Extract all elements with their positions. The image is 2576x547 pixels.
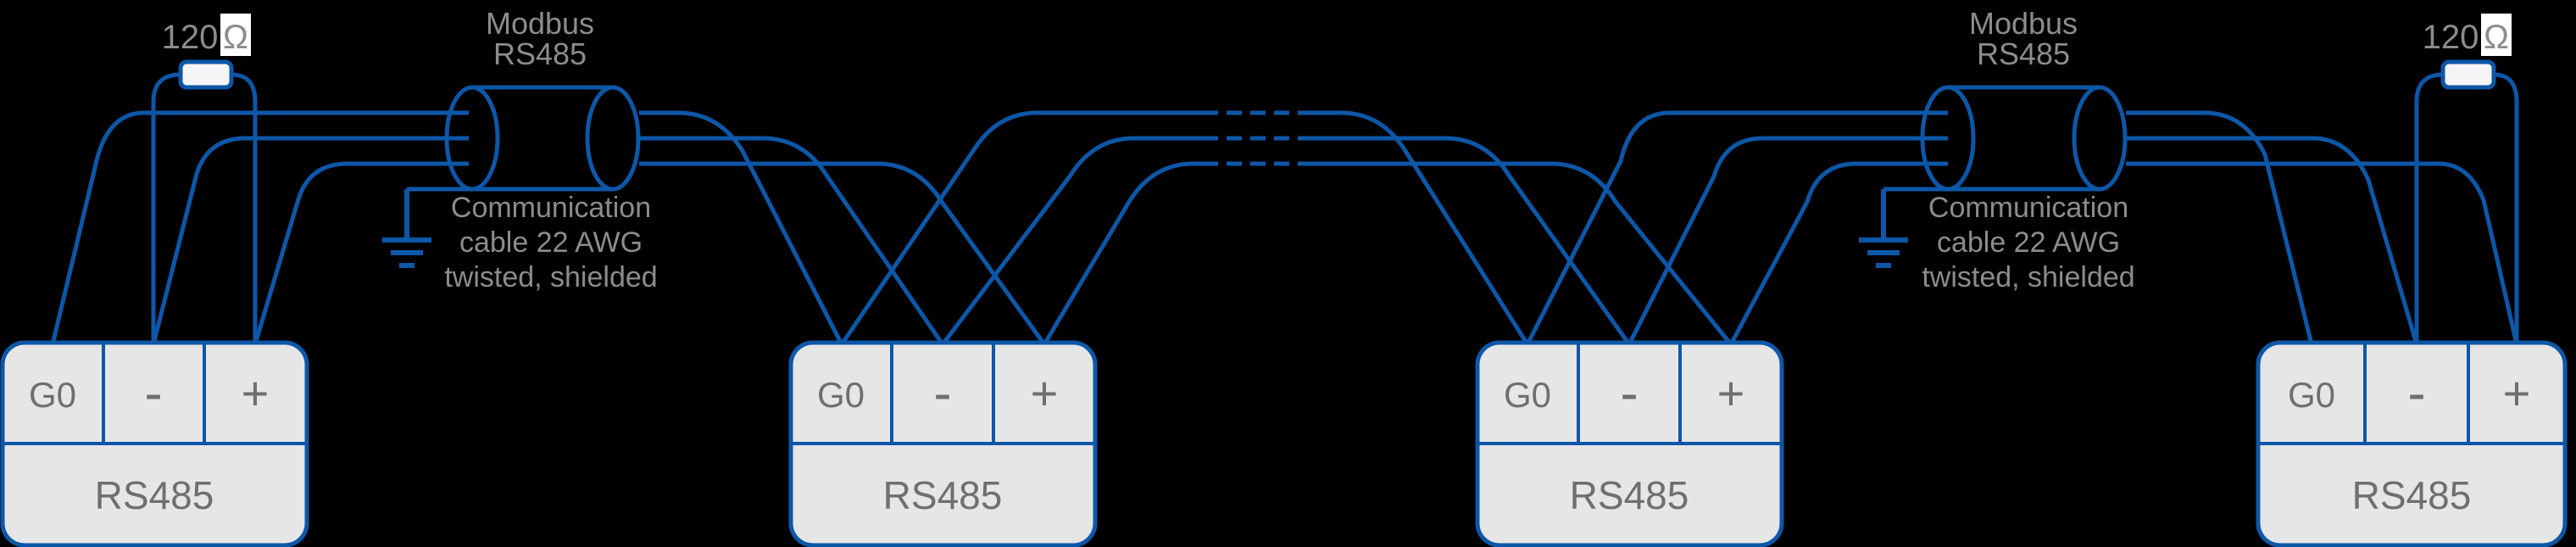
bus-wire-minus: [151, 136, 2419, 346]
device-label: RS485: [883, 473, 1003, 517]
wire-segment: [50, 110, 469, 345]
rs485-device-4: G0 - + RS485: [2256, 340, 2568, 547]
rs485-device-3: G0 - + RS485: [1475, 340, 1784, 547]
terminal-label-plus: +: [242, 366, 270, 420]
shield-title-line1: Modbus: [1969, 6, 2078, 41]
resistor-body: [2440, 59, 2496, 90]
cylinder-left-ellipse: [1920, 85, 1976, 192]
cable-note-line1: Communication: [451, 192, 651, 224]
ohm-label-box: [220, 14, 251, 56]
resistor-lead: [151, 72, 181, 344]
terminal-label-plus: +: [2503, 366, 2531, 420]
cable-note-line1: Communication: [1928, 192, 2128, 224]
wire-segment: [639, 161, 1047, 346]
resistor-lead: [2414, 72, 2444, 344]
termination-resistor-right: 120 Ω: [2414, 14, 2519, 344]
cable-note-line2: cable 22 AWG: [459, 226, 643, 259]
shield-cable-2: Modbus RS485 Communication cable 22 AWG …: [1859, 6, 2135, 293]
wire-segment: [151, 136, 469, 345]
bus-wire-plus: [253, 161, 2519, 346]
shield-title-line2: RS485: [1977, 36, 2070, 71]
terminal-label-g0: G0: [817, 375, 865, 415]
wire-segment: [1299, 110, 1530, 346]
cable-note-line3: twisted, shielded: [444, 261, 657, 293]
resistor-value: 120: [2423, 19, 2479, 56]
wire-segment: [941, 136, 1203, 346]
cable-note-line2: cable 22 AWG: [1937, 226, 2120, 259]
shield-title-line2: RS485: [493, 36, 587, 71]
rs485-device-1: G0 - + RS485: [0, 340, 309, 547]
terminal-label-plus: +: [1717, 366, 1745, 420]
terminal-label-g0: G0: [1504, 375, 1551, 415]
wire-segment: [1627, 136, 1948, 346]
wire-segment: [839, 110, 1203, 346]
termination-resistor-left: 120 Ω: [151, 14, 258, 344]
wire-segment: [2126, 161, 2519, 345]
resistor-unit: Ω: [223, 19, 248, 56]
terminal-label-minus: -: [2407, 362, 2425, 423]
terminal-label-minus: -: [1620, 362, 1638, 423]
wire-segment: [639, 110, 844, 346]
wire-segment: [253, 161, 469, 345]
cable-note-line3: twisted, shielded: [1922, 261, 2134, 293]
device-label: RS485: [95, 473, 214, 517]
wire-segment: [1299, 136, 1632, 346]
ground-icon: [1859, 189, 1908, 268]
wire-segment: [639, 136, 945, 346]
terminal-label-minus: -: [144, 362, 162, 423]
device-label: RS485: [2352, 473, 2472, 517]
shield-title-line1: Modbus: [486, 6, 594, 41]
wire-segment: [1042, 161, 1203, 346]
shield-cable-1: Modbus RS485 Communication cable 22 AWG …: [382, 6, 658, 293]
cylinder-right-ellipse: [585, 85, 641, 192]
terminal-label-g0: G0: [29, 375, 76, 415]
resistor-unit: Ω: [2484, 19, 2509, 56]
wire-segment: [1728, 161, 1948, 346]
resistor-body: [178, 59, 234, 90]
wire-segment: [1525, 110, 1948, 346]
wire-segment: [2126, 136, 2419, 345]
rs485-device-2: G0 - + RS485: [788, 340, 1098, 547]
wire-segment: [2126, 110, 2314, 345]
ohm-label-box: [2481, 14, 2512, 56]
terminal-label-plus: +: [1031, 366, 1059, 420]
device-label: RS485: [1570, 473, 1689, 517]
terminal-label-minus: -: [933, 362, 951, 423]
wire-segment: [1299, 161, 1733, 346]
bus-wire-g0: [50, 110, 2314, 346]
resistor-value: 120: [162, 19, 219, 56]
ground-icon: [382, 189, 431, 268]
cylinder-left-ellipse: [444, 85, 500, 192]
resistor-lead: [231, 72, 258, 344]
resistor-lead: [2493, 72, 2519, 344]
cylinder-right-ellipse: [2072, 85, 2128, 192]
terminal-label-g0: G0: [2288, 375, 2335, 415]
